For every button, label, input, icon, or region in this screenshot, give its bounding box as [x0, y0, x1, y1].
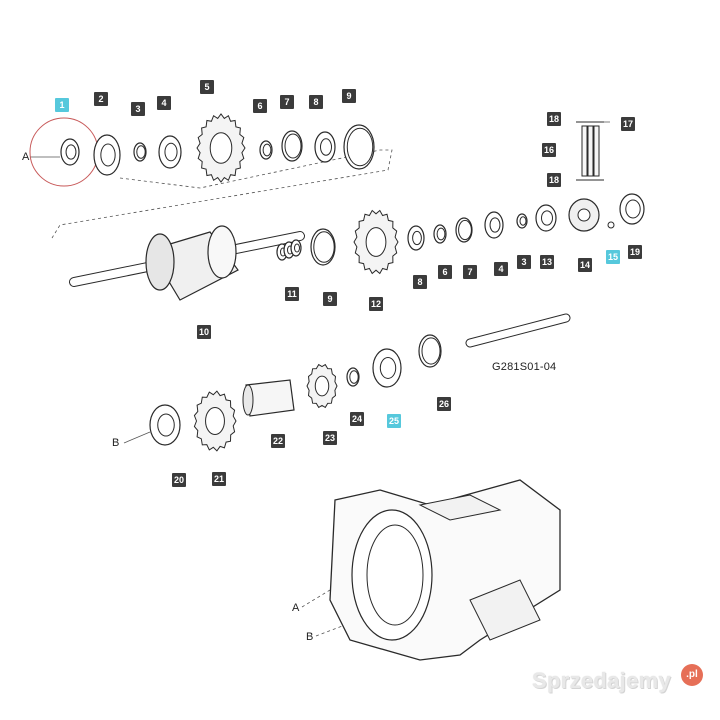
part-19-seal-bore — [625, 199, 641, 219]
part-2-bearing-bore — [100, 143, 116, 167]
part-label-15[interactable]: 15 — [606, 250, 620, 264]
drawing-code: G281S01-04 — [492, 361, 557, 373]
leader-b-left — [123, 431, 151, 444]
part-8-bearing-bore — [320, 138, 332, 156]
part-16-pin-0 — [581, 125, 588, 177]
part-22-sleeve-end — [242, 384, 254, 416]
part-label-3[interactable]: 3 — [131, 102, 145, 116]
housing-top-plate — [418, 494, 502, 521]
part-label-10[interactable]: 10 — [197, 325, 211, 339]
part-label-2[interactable]: 2 — [94, 92, 108, 106]
part-5-gear-hub — [209, 132, 233, 164]
part-10-drum-back — [207, 225, 237, 279]
part-label-17[interactable]: 17 — [621, 117, 635, 131]
part-23-gear-hub — [314, 375, 330, 397]
part-25-bearing-bore — [379, 357, 397, 379]
part-label-1[interactable]: 1 — [55, 98, 69, 112]
part-label-8[interactable]: 8 — [309, 95, 323, 109]
part-label-23[interactable]: 23 — [323, 431, 337, 445]
part-6-ring-bore — [262, 143, 272, 157]
part-9-ring-lower-bore — [313, 231, 335, 263]
part-14-cover-hole — [577, 208, 591, 222]
part-label-26[interactable]: 26 — [437, 397, 451, 411]
reference-letter-a-top: A — [22, 151, 30, 163]
part-3-ring-lower-bore — [519, 216, 527, 226]
part-label-22[interactable]: 22 — [271, 434, 285, 448]
housing-inner-ring — [366, 524, 424, 626]
part-label-25[interactable]: 25 — [387, 414, 401, 428]
part-label-8-repeat-0[interactable]: 8 — [413, 275, 427, 289]
watermark-badge: .pl — [681, 664, 703, 686]
part-label-19[interactable]: 19 — [628, 245, 642, 259]
part-16-pin-1 — [587, 125, 594, 177]
part-16-pin-2 — [593, 125, 600, 177]
reference-letter-a-housing: A — [292, 602, 300, 614]
part-4-bearing-bore — [164, 142, 178, 162]
part-label-20[interactable]: 20 — [172, 473, 186, 487]
part-21-gear-hub — [205, 407, 225, 435]
part-label-12[interactable]: 12 — [369, 297, 383, 311]
part-8-bearing-lower-bore — [412, 230, 422, 246]
part-label-5[interactable]: 5 — [200, 80, 214, 94]
part-12-gear-hub — [365, 227, 387, 257]
part-label-4[interactable]: 4 — [157, 96, 171, 110]
part-1-seal-bore — [65, 144, 77, 160]
part-label-13[interactable]: 13 — [540, 255, 554, 269]
part-11-spring-2-bore — [294, 243, 300, 253]
watermark-text: Sprzedajemy — [532, 668, 672, 693]
part-label-3-repeat-4[interactable]: 3 — [517, 255, 531, 269]
part-label-6[interactable]: 6 — [253, 99, 267, 113]
part-label-18-repeat-6[interactable]: 18 — [547, 112, 561, 126]
part-label-6-repeat-1[interactable]: 6 — [438, 265, 452, 279]
reference-letter-b-left: B — [112, 437, 120, 449]
guide-line-top — [51, 149, 393, 239]
part-label-7-repeat-2[interactable]: 7 — [463, 265, 477, 279]
part-3-snap-ring-bore — [136, 145, 146, 159]
part-7-circlip-lower-bore — [458, 219, 472, 241]
part-4-bearing-lower-bore — [489, 217, 501, 233]
part-15-plug — [607, 221, 615, 229]
part-label-7[interactable]: 7 — [280, 95, 294, 109]
part-label-9[interactable]: 9 — [342, 89, 356, 103]
part-label-14[interactable]: 14 — [578, 258, 592, 272]
part-label-18[interactable]: 18 — [547, 173, 561, 187]
leader-b-housing — [315, 624, 346, 637]
housing-side-flange — [469, 579, 541, 641]
part-26-circlip-bore — [421, 337, 441, 365]
part-label-9-repeat-5[interactable]: 9 — [323, 292, 337, 306]
part-6-ring-lower-bore — [436, 227, 446, 241]
part-9-ring-bore — [346, 127, 374, 167]
part-13-bearing-bore — [541, 210, 553, 226]
output-shaft — [466, 314, 570, 347]
reference-letter-b-housing: B — [306, 631, 314, 643]
part-label-4-repeat-3[interactable]: 4 — [494, 262, 508, 276]
part-label-16[interactable]: 16 — [542, 143, 556, 157]
part-24-snap-ring-bore — [349, 370, 359, 384]
part-label-11[interactable]: 11 — [285, 287, 299, 301]
part-20-bearing-bore — [157, 413, 175, 437]
part-label-24[interactable]: 24 — [350, 412, 364, 426]
part-label-21[interactable]: 21 — [212, 472, 226, 486]
part-10-drum-face — [145, 233, 175, 291]
part-7-circlip-bore — [284, 133, 302, 159]
